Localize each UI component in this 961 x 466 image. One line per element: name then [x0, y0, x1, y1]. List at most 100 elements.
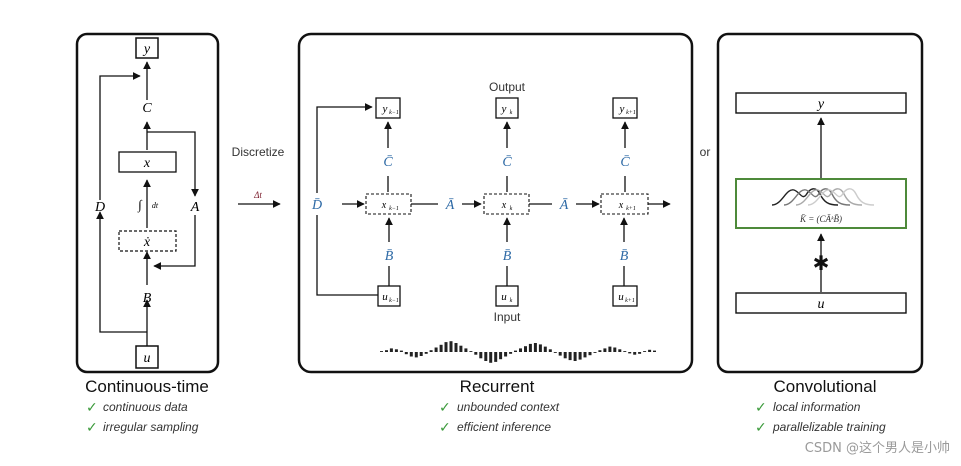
- rc-bullet-1: unbounded context: [457, 400, 560, 414]
- waveform-bar: [474, 352, 478, 355]
- cv-check-1: ✓: [755, 400, 767, 416]
- kernel-curve: [795, 188, 863, 206]
- waveform-bar: [479, 352, 483, 359]
- cv-bullet-2: parallelizable training: [772, 420, 886, 434]
- ct-x-box: [118, 151, 177, 173]
- waveform-bar: [409, 352, 413, 357]
- rc-check-2: ✓: [439, 420, 451, 436]
- waveform-bar: [499, 352, 503, 360]
- rc-u-cur-sub: k: [510, 298, 513, 304]
- waveform-bar: [598, 350, 602, 352]
- rc-u-cur-sym: u: [501, 291, 507, 303]
- waveform-bar: [653, 350, 656, 352]
- waveform-bar: [484, 352, 488, 361]
- waveform-bar: [504, 352, 508, 357]
- waveform-bar: [524, 346, 527, 352]
- rc-check-1: ✓: [439, 400, 451, 416]
- waveform-bar: [414, 352, 418, 358]
- ct-title: Continuous-time: [85, 377, 209, 396]
- waveform-bar: [533, 343, 537, 352]
- rc-Bbar-prev: B̄: [385, 249, 394, 264]
- rc-bullet-2: efficient inference: [457, 420, 551, 434]
- waveform-bar: [553, 352, 557, 353]
- rc-x-prev-sub: k−1: [389, 206, 399, 212]
- ct-xdot-label: ẋ: [143, 235, 151, 250]
- waveform-bar: [489, 352, 493, 363]
- rc-y-cur-sym: y: [501, 103, 507, 115]
- ct-check-1: ✓: [86, 400, 98, 416]
- rc-Abar-2: Ā: [559, 197, 569, 213]
- rc-x-cur-sub: k: [510, 206, 513, 212]
- waveform-bar: [429, 350, 433, 352]
- ct-bullet-2: irregular sampling: [103, 420, 199, 434]
- cv-convolution-star: ✱: [813, 253, 830, 275]
- rc-y-next-box: [612, 97, 638, 119]
- waveform-bar: [643, 351, 647, 352]
- ct-dt-label: dt: [152, 201, 159, 210]
- cv-title: Convolutional: [773, 377, 876, 396]
- waveform-bar: [434, 347, 438, 352]
- ct-D-loop-lower: [96, 211, 147, 333]
- waveform-bar: [578, 352, 582, 360]
- ct-A-label: A: [190, 200, 200, 215]
- waveform-bar: [444, 342, 448, 352]
- waveform-bar: [469, 351, 473, 352]
- rc-D-loop-lower: [316, 215, 378, 296]
- waveform-bar: [573, 352, 577, 361]
- rc-y-next-sym: y: [619, 103, 625, 115]
- waveform-bar: [399, 350, 403, 352]
- rc-y-prev-sym: y: [382, 103, 388, 115]
- rc-u-next-sub: k+1: [625, 298, 635, 304]
- rc-y-next-sub: k+1: [626, 110, 636, 116]
- watermark-text: CSDN @这个男人是小帅: [805, 440, 950, 456]
- waveform-bar: [623, 351, 627, 352]
- rc-u-next-sym: u: [618, 291, 624, 303]
- waveform-bar: [439, 344, 443, 352]
- rc-y-cur-box: [495, 97, 519, 119]
- waveform-bar: [389, 348, 393, 352]
- ct-A-loop-upper: [147, 131, 199, 197]
- continuous-time-panel: y C x ∫ dt ẋ B u D A Continuous-tim: [75, 32, 220, 436]
- kernel-curve: [783, 188, 851, 206]
- waveform-bar: [613, 347, 617, 352]
- ct-D-label: D: [94, 200, 105, 215]
- waveform-bar: [424, 352, 428, 354]
- ct-u-label: u: [144, 351, 151, 366]
- rc-Cbar-prev: C̄: [383, 155, 393, 170]
- rc-u-prev-sym: u: [382, 291, 388, 303]
- waveform-bar: [638, 352, 642, 354]
- ct-x-label: x: [143, 156, 151, 171]
- rc-title: Recurrent: [460, 377, 535, 396]
- ct-integral-symbol: ∫: [137, 197, 143, 213]
- waveform-bar: [514, 350, 517, 352]
- waveform-bar: [404, 352, 408, 355]
- waveform-bar: [618, 349, 622, 352]
- waveform-bar: [419, 352, 423, 356]
- cv-check-2: ✓: [755, 420, 767, 436]
- waveform-bar: [464, 348, 468, 352]
- rc-u-cur-box: [495, 285, 519, 307]
- waveform-bar: [380, 351, 383, 352]
- waveform-bar: [459, 345, 463, 352]
- rc-x-cur-box: [483, 193, 530, 215]
- cv-y-label: y: [816, 97, 825, 112]
- rc-x-next-sub: k+1: [626, 206, 636, 212]
- ct-C-label: C: [142, 101, 152, 116]
- rc-Bbar-next: B̄: [620, 249, 629, 264]
- rc-u-prev-sub: k−1: [389, 298, 399, 304]
- rc-input-waveform: [380, 341, 656, 363]
- waveform-bar: [628, 352, 632, 354]
- waveform-bar: [603, 348, 607, 352]
- rc-y-cur-sub: k: [510, 110, 513, 116]
- rc-x-next-box: [600, 193, 649, 215]
- waveform-bar: [509, 352, 513, 354]
- ct-xdot-box: [118, 230, 177, 252]
- waveform-bar: [449, 341, 453, 352]
- waveform-bar: [608, 346, 612, 352]
- rc-u-prev-box: [377, 285, 401, 307]
- waveform-bar: [563, 352, 567, 359]
- waveform-bar: [588, 352, 592, 356]
- discretize-delta-label: Δt: [253, 190, 262, 200]
- kernel-curve: [807, 188, 875, 206]
